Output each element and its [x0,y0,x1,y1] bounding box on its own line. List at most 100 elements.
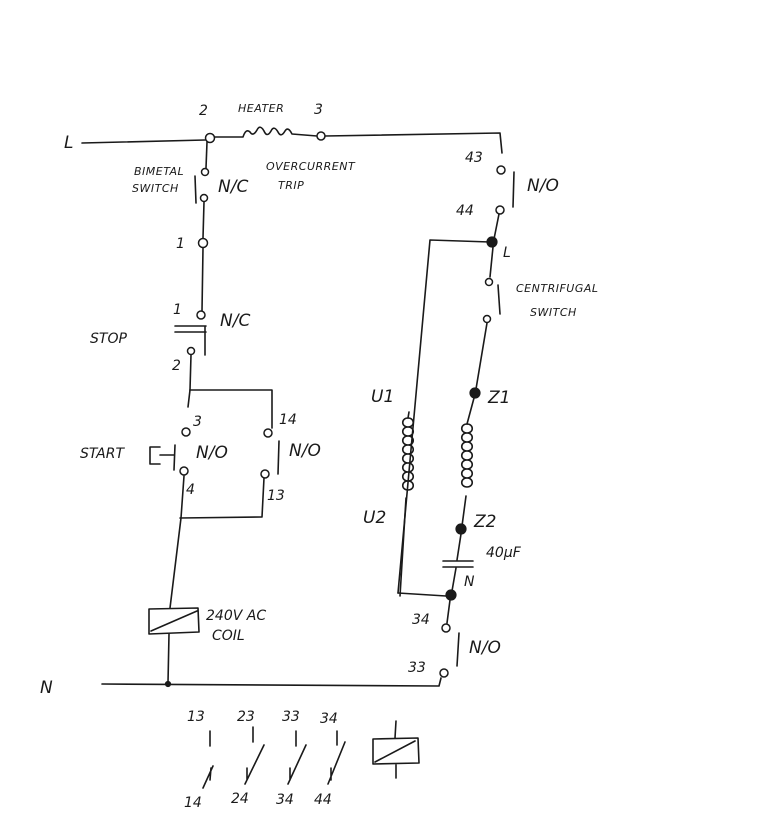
legend-top-label-1: 13 [187,709,205,725]
contact-43-44-blade [512,171,515,208]
contact-33 [439,668,449,678]
legend-bottom-label-2: 24 [231,791,249,807]
bimetal-terminal: 1 [176,236,185,252]
line-rail-label: L [64,133,73,153]
coil-label-1: 240V AC [206,608,266,624]
coil-symbol [148,607,200,635]
z1-node [469,387,481,399]
heater-label: HEATER [238,102,284,115]
start-terminal-top: 3 [193,414,202,430]
stop-terminal-bottom: 2 [172,358,181,374]
start-winding [460,423,474,488]
legend-top-label-3: 33 [282,709,300,725]
stop-contact-top [196,310,206,320]
hold-terminal-top: 14 [279,412,297,428]
contact-43-44-type: N/O [527,176,559,196]
legend-bottom-label-4: 44 [314,792,332,808]
start-blade [173,444,176,471]
wire-to-start [187,389,191,408]
bimetal-blade [194,175,197,204]
heater-element [214,126,318,138]
bimetal-contact-bottom [199,193,209,203]
stop-label: STOP [90,331,127,347]
wire-bimetal-top [205,141,208,169]
legend-contact-4 [327,730,346,785]
hold-terminal-bottom: 13 [267,488,285,504]
start-label: START [80,446,125,462]
centrifugal-contact-bottom [482,314,492,324]
capacitor-plates [442,560,474,568]
legend-top-label-4: 34 [320,711,338,727]
contact-34-label: 34 [412,612,430,628]
u1-label: U1 [371,387,394,407]
z2-label: Z2 [473,512,496,532]
legend-top-label-2: 23 [237,709,255,725]
legend-contact-3 [287,730,307,785]
u2-label: U2 [363,508,386,528]
wire-n-to-34 [446,599,451,624]
wire-start-down [180,475,185,519]
hold-contact-bottom [260,469,270,479]
heater-terminal-in: 2 [199,103,208,119]
hold-blade [277,440,280,475]
motor-node-n-label: N [464,574,475,590]
neutral-rail-label: N [40,678,53,698]
motor-node-n [445,589,457,601]
line-rail-left [81,139,206,144]
stop-type: N/C [220,311,250,331]
wire-l-to-u1-side [397,239,491,594]
z1-label: Z1 [487,388,510,408]
coil-label-2: COIL [212,628,245,644]
wire-to-centrifugal [489,246,494,278]
start-terminal-bottom: 4 [186,482,195,498]
contact-43 [496,165,506,175]
wire-z1-to-winding [466,397,475,425]
capacitor-label: 40µF [486,545,522,561]
motor-node-l-label: L [503,245,511,261]
bimetal-type: N/C [218,177,248,197]
contact-34 [441,623,451,633]
wire-branch-bottom [179,477,265,519]
hold-type: N/O [289,441,321,461]
wire-stop-down [189,354,192,391]
centrifugal-label-2: SWITCH [530,306,577,319]
contact-33-34-blade [456,632,460,667]
start-type: N/O [196,443,228,463]
start-contact-bottom [179,466,189,476]
legend-bottom-label-1: 14 [184,795,202,811]
wire-winding-to-z2 [461,495,467,527]
wire-to-stop [201,247,204,312]
wire-coil-down [167,633,170,684]
wire-44-to-l [493,213,500,240]
wire-to-coil [169,517,182,609]
overcurrent-label-2: TRIP [278,179,304,192]
centrifugal-label-1: CENTRIFUGAL [516,282,599,295]
contact-43-label: 43 [465,150,483,166]
run-winding [401,417,415,491]
overcurrent-label-1: OVERCURRENT [266,160,356,173]
terminal-3 [316,131,326,141]
contact-44-label: 44 [456,203,474,219]
wire-to-z1 [475,322,488,390]
neutral-junction [164,680,172,688]
heater-terminal-out: 3 [314,102,323,118]
wire-z2-to-cap [456,533,462,561]
legend-contact-2 [244,726,265,785]
contact-44 [495,205,505,215]
terminal-1 [197,237,209,249]
bimetal-label-2: SWITCH [132,182,179,195]
legend-bottom-label-3: 34 [276,792,294,808]
stop-contact-bottom [186,346,196,356]
hold-contact-top [263,428,273,438]
wire-u1 [407,411,410,419]
wire-branch-top [189,389,273,429]
legend-contact-1 [202,730,214,789]
wire-u2-to-n [397,592,447,597]
start-contact-top [181,427,191,437]
neutral-rail [101,677,442,687]
wire-u2-down [399,497,407,597]
centrifugal-contact-top [484,277,494,287]
start-button-symbol [149,446,175,465]
